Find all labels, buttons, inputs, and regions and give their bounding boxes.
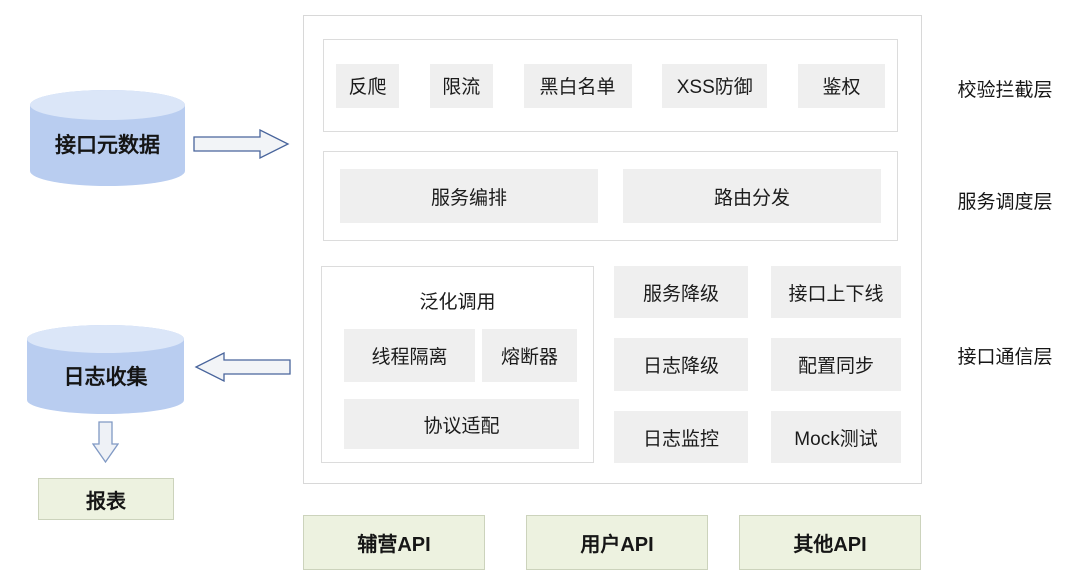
blacklist-whitelist-label: 黑白名单 — [539, 77, 616, 98]
communication-grid: 服务降级 接口上下线 日志降级 配置同步 日志监控 Mock测试 — [614, 266, 901, 463]
protocol-adaptation-box: 协议适配 — [344, 399, 579, 449]
arrow-left-icon — [194, 352, 291, 382]
circuit-breaker-label: 熔断器 — [500, 347, 558, 368]
circuit-breaker-box: 熔断器 — [482, 329, 577, 382]
service-degradation-box: 服务降级 — [614, 266, 748, 318]
api-online-offline-box: 接口上下线 — [771, 266, 901, 318]
log-collection-cylinder: 日志收集 — [27, 325, 184, 414]
log-degradation-box: 日志降级 — [614, 338, 748, 391]
scheduling-layer-label: 服务调度层 — [957, 191, 1053, 213]
generic-invocation-row: 线程隔离 熔断器 — [344, 329, 577, 382]
protocol-adaptation-label: 协议适配 — [423, 415, 500, 437]
log-collection-label: 日志收集 — [63, 365, 148, 389]
xss-defense-box: XSS防御 — [662, 63, 768, 108]
rate-limit-label: 限流 — [442, 77, 481, 98]
generic-invocation-title: 泛化调用 — [419, 291, 496, 313]
route-dispatch-box: 路由分发 — [623, 169, 881, 223]
validation-layer-container: 反爬 限流 黑白名单 XSS防御 鉴权 — [323, 39, 898, 132]
communication-layer-label: 接口通信层 — [957, 346, 1053, 368]
thread-isolation-label: 线程隔离 — [371, 347, 448, 368]
report-box: 报表 — [38, 478, 174, 520]
log-degradation-label: 日志降级 — [642, 356, 719, 377]
api-online-offline-label: 接口上下线 — [788, 283, 884, 305]
database-cylinder-icon — [27, 325, 184, 414]
blacklist-whitelist-box: 黑白名单 — [523, 63, 632, 108]
mock-testing-box: Mock测试 — [771, 411, 901, 463]
scheduling-layer-container: 服务编排 路由分发 — [323, 151, 898, 241]
xss-defense-label: XSS防御 — [676, 77, 753, 98]
thread-isolation-box: 线程隔离 — [344, 329, 475, 382]
mock-testing-label: Mock测试 — [794, 428, 878, 450]
arrow-right-icon — [193, 129, 290, 159]
anti-scraping-box: 反爬 — [336, 63, 399, 108]
authentication-label: 鉴权 — [822, 77, 861, 98]
log-monitoring-label: 日志监控 — [642, 428, 719, 450]
validation-layer-label: 校验拦截层 — [957, 79, 1053, 101]
other-api-label: 其他API — [793, 534, 867, 556]
config-sync-label: 配置同步 — [797, 356, 874, 377]
database-cylinder-icon — [30, 90, 185, 186]
user-api-label: 用户API — [580, 534, 654, 556]
service-orchestration-label: 服务编排 — [430, 187, 507, 209]
api-metadata-cylinder: 接口元数据 — [30, 90, 185, 186]
authentication-box: 鉴权 — [798, 63, 885, 108]
api-metadata-label: 接口元数据 — [55, 134, 160, 157]
generic-invocation-container: 泛化调用 线程隔离 熔断器 协议适配 — [321, 266, 594, 463]
rate-limit-box: 限流 — [429, 63, 493, 108]
service-orchestration-box: 服务编排 — [340, 169, 598, 223]
log-monitoring-box: 日志监控 — [614, 411, 748, 463]
route-dispatch-label: 路由分发 — [713, 187, 790, 209]
api-box-other: 其他API — [739, 515, 921, 570]
api-box-auxiliary: 辅营API — [303, 515, 485, 570]
service-degradation-label: 服务降级 — [642, 283, 719, 305]
arrow-down-icon — [92, 421, 119, 463]
report-label: 报表 — [86, 490, 126, 513]
gateway-main-box: 反爬 限流 黑白名单 XSS防御 鉴权 服务编排 路由分发 泛化调用 线程隔离 — [303, 15, 922, 484]
auxiliary-api-label: 辅营API — [357, 534, 431, 556]
api-box-user: 用户API — [526, 515, 708, 570]
config-sync-box: 配置同步 — [771, 338, 901, 391]
anti-scraping-label: 反爬 — [348, 77, 387, 98]
